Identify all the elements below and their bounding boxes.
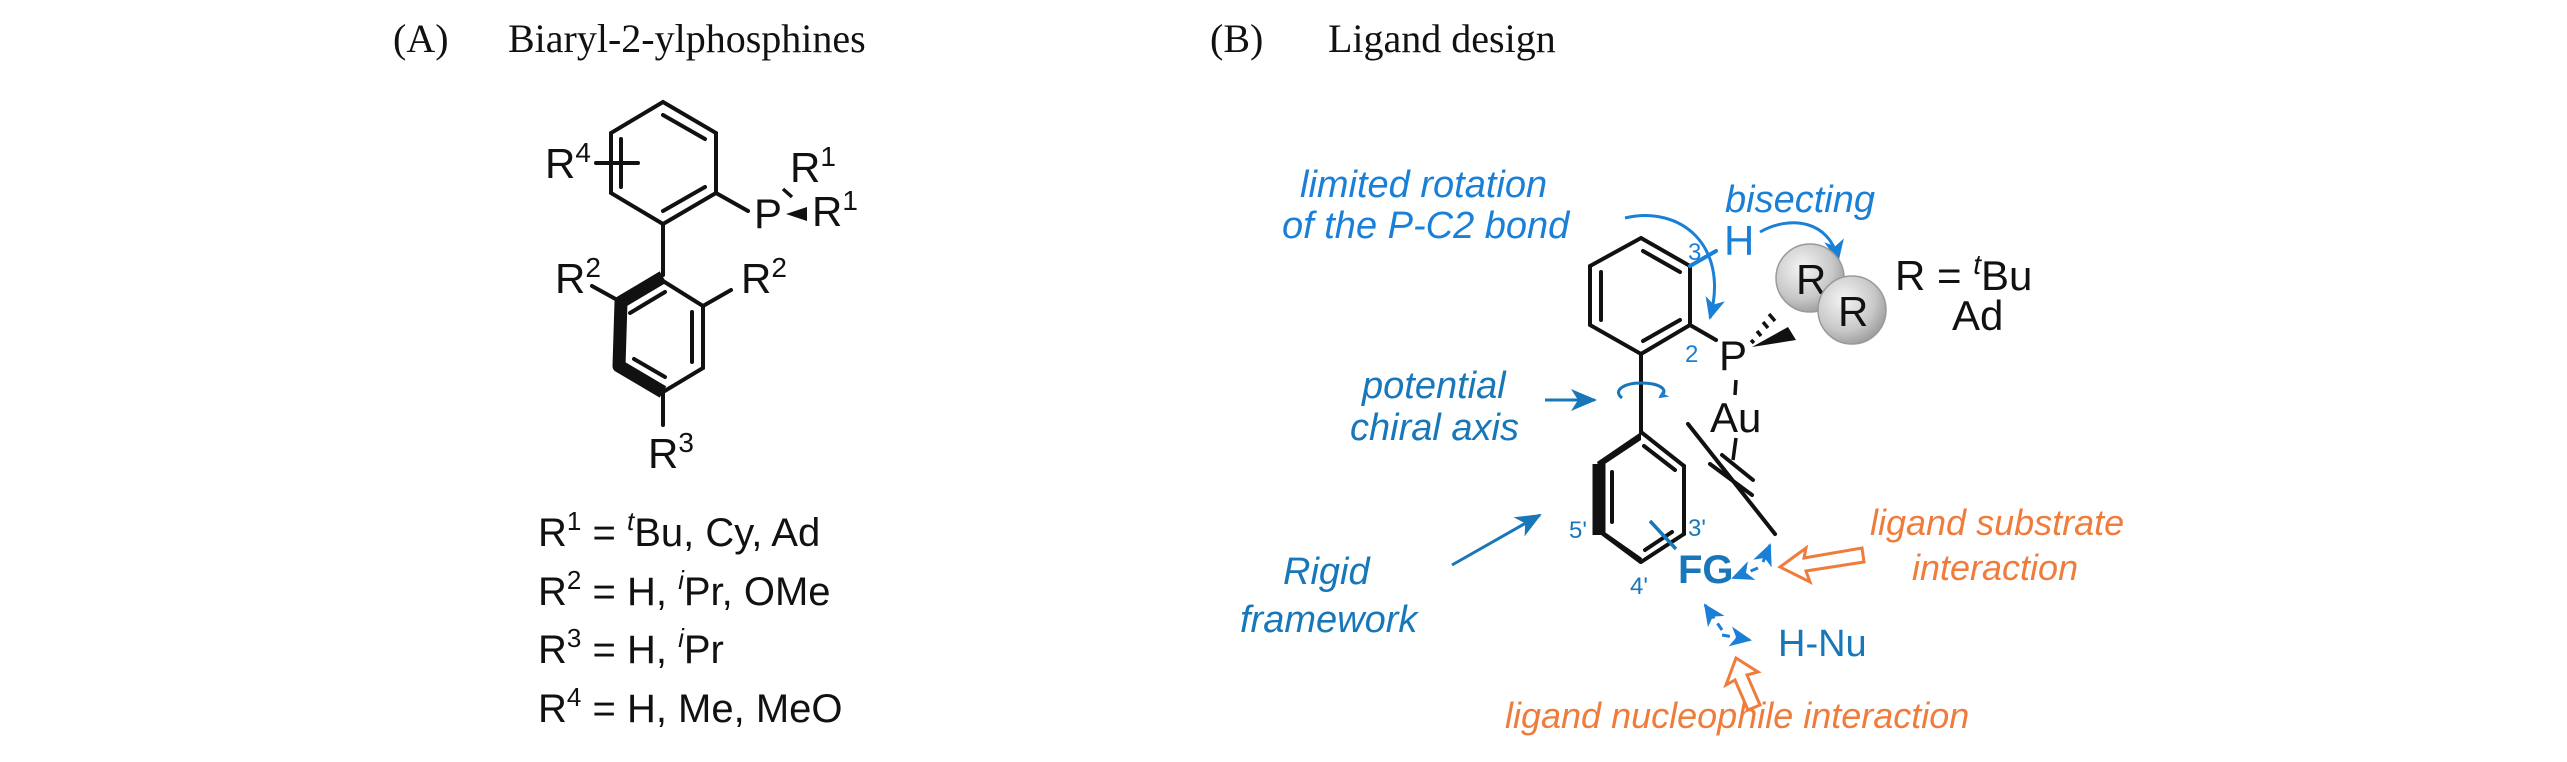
limited-rotation-label-line1: limited rotation [1300, 164, 1547, 206]
bisecting-label: bisecting [1725, 179, 1875, 221]
legend-r2: R2 = H, iPr, OMe [538, 565, 831, 614]
fg-dashed-arrow [1731, 561, 1759, 580]
rigid-framework-arrow [1451, 513, 1542, 567]
nucleophile-dashed-arrow [1721, 626, 1752, 647]
panel-b: (B) Ligand design limited rotation of th… [1210, 16, 2124, 736]
position-4p-label: 4' [1630, 573, 1648, 600]
wedge-bond [786, 207, 807, 221]
hashed-bond-b [1749, 312, 1777, 345]
ligand-substrate-label-line1: ligand substrate [1870, 502, 2124, 543]
r1-right-atom: R1 [812, 185, 858, 235]
r4-atom: R4 [545, 137, 591, 187]
r-definition: R = tBu Ad [1895, 249, 2032, 339]
framework-label-line2: framework [1240, 599, 1419, 641]
functional-group-label: FG [1678, 548, 1734, 592]
substrate-dashed-arrow [1753, 543, 1772, 568]
panel-a: (A) Biaryl-2-ylphosphines R4 P R1 R1 [393, 16, 866, 731]
upper-aryl-ring [594, 99, 750, 227]
svg-text:R: R [1838, 288, 1868, 335]
bisecting-arrow [1759, 221, 1844, 262]
nucleophile-interaction-arrow [1723, 655, 1762, 712]
hashed-bond [781, 187, 794, 199]
phosphorus-atom-b: P [1719, 332, 1747, 379]
substituent-legend: R1 = tBu, Cy, Ad R2 = H, iPr, OMe R3 = H… [538, 506, 843, 731]
rotation-arrow [1624, 214, 1725, 320]
svg-text:Ad: Ad [1952, 292, 2003, 339]
lower-aryl-ring [590, 271, 733, 427]
r-sphere-2: R [1817, 275, 1887, 345]
nucleophile-label: H-Nu [1778, 623, 1867, 665]
alkyne-substrate [1686, 422, 1777, 536]
panel-a-label: (A) [393, 16, 449, 61]
r2-right-atom: R2 [741, 252, 787, 302]
ligand-nucleophile-label: ligand nucleophile interaction [1505, 695, 1969, 736]
r1-top-atom: R1 [790, 141, 836, 191]
legend-r4: R4 = H, Me, MeO [538, 682, 843, 731]
r2-left-atom: R2 [555, 252, 601, 302]
position-2-label: 2 [1685, 341, 1698, 368]
position-3-label: 3 [1688, 239, 1701, 266]
position-3p-label: 3' [1688, 515, 1706, 542]
phosphorus-atom: P [754, 190, 782, 237]
panel-b-title: Ligand design [1328, 16, 1556, 61]
rigid-label-line1: Rigid [1283, 551, 1371, 593]
legend-r1: R1 = tBu, Cy, Ad [538, 506, 820, 555]
r3-atom: R3 [648, 427, 694, 477]
substrate-interaction-arrow [1777, 544, 1866, 586]
p-au-bond [1733, 379, 1738, 396]
panel-a-title: Biaryl-2-ylphosphines [508, 16, 866, 61]
position-5p-label: 5' [1569, 517, 1587, 544]
chiral-axis-label-line2: chiral axis [1350, 407, 1519, 449]
potential-label-line1: potential [1361, 365, 1507, 407]
wedge-bond-b [1752, 327, 1796, 347]
ligand-substrate-label-line2: interaction [1912, 547, 2078, 588]
hydrogen-atom: H [1724, 217, 1754, 264]
svg-text:R = tBu: R = tBu [1895, 249, 2032, 299]
legend-r3: R3 = H, iPr [538, 623, 724, 672]
panel-b-label: (B) [1210, 16, 1263, 61]
gold-atom: Au [1710, 394, 1761, 441]
limited-rotation-label-line2: of the P-C2 bond [1282, 205, 1571, 247]
lower-aryl-ring-b [1592, 430, 1686, 564]
axis-rotation-arrow [1617, 381, 1670, 400]
fg-nucleophile-dashed-arrow [1703, 603, 1725, 631]
